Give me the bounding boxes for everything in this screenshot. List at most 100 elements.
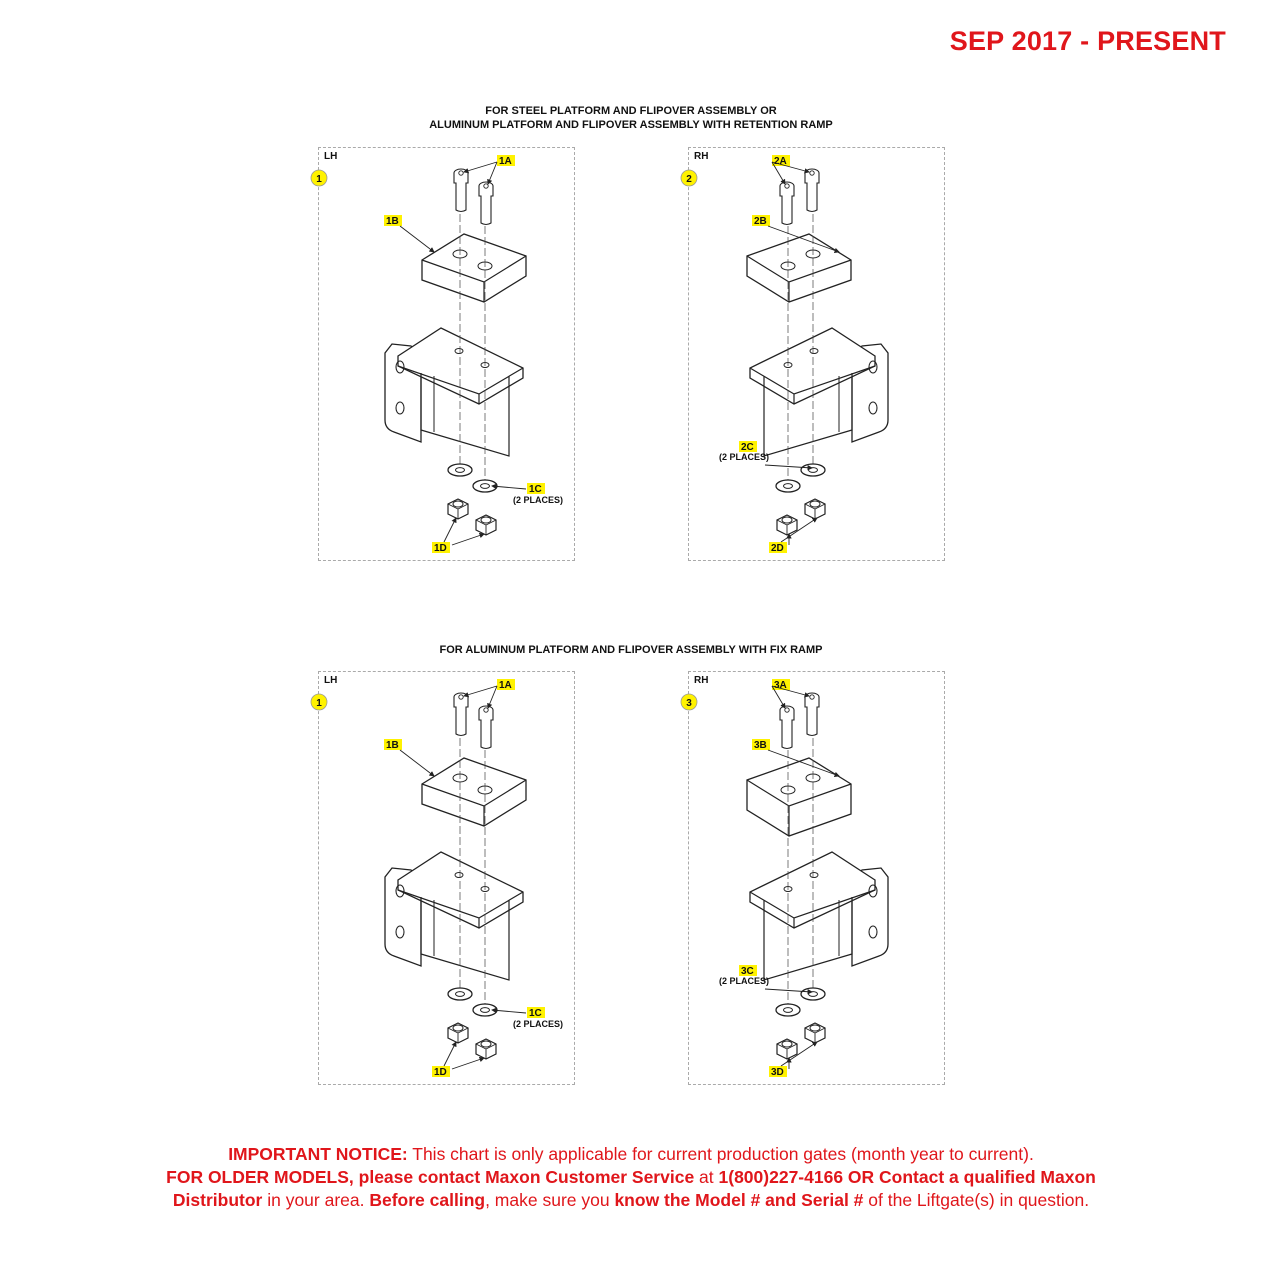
section-1-title-line-2: ALUMINUM PLATFORM AND FLIPOVER ASSEMBLY … [429,119,833,131]
leader-a-1 [771,685,810,698]
leader-a-1 [463,685,498,698]
callout-d-highlight [769,542,787,553]
section-2-title: FOR ALUMINUM PLATFORM AND FLIPOVER ASSEM… [439,644,823,656]
side-label: LH [324,675,337,686]
date-range-title: SEP 2017 - PRESENT [949,26,1226,56]
bracket-web [420,897,510,981]
spacer-block-edges [746,255,852,302]
leader-c [491,1007,527,1014]
bracket-top-edges [749,889,876,928]
bolt-socket [784,183,790,189]
callout-a-highlight [772,155,790,166]
bolt-shank [804,173,820,213]
bracket-web [763,897,853,981]
bracket-hole-1 [454,348,464,354]
lock-nut-bore [781,1040,793,1048]
callout-b: 3B [754,740,767,751]
bolt-socket [784,707,790,713]
spacer-block-edges [421,255,527,302]
item-number: 1 [316,698,322,709]
lock-nut-edges [804,503,826,519]
item-number-badge [680,693,698,711]
lock-nut-edges [804,1027,826,1043]
leader-a-2 [771,685,786,709]
leader-b [767,749,840,777]
bracket-hole-1 [809,348,819,354]
lock-nut-bore [480,1040,492,1048]
leader-d-1 [443,517,457,543]
leader-d-2 [451,532,485,546]
callout-c: 3C [741,966,754,977]
exploded-assembly [384,168,527,536]
lock-nut-bore [452,1024,464,1032]
callout-a: 1A [499,156,512,167]
callout-a-highlight [772,679,790,690]
washer-hole [455,991,465,997]
bracket-side-hole-2 [868,925,878,939]
callout-b: 1B [386,740,399,751]
washer-hole [783,1007,793,1013]
spacer-block [421,233,527,303]
bracket-top-edges [397,889,524,928]
bracket-side-hole-2 [868,401,878,415]
washer-hole [480,483,490,489]
exploded-assembly [384,692,527,1060]
callout-d: 1D [434,1067,447,1078]
washer-hole [783,483,793,489]
bolt-shank [779,710,795,750]
callout-c-highlight [527,483,545,494]
bracket-side-hole-2 [395,401,405,415]
notice-line-2: FOR OLDER MODELS, please contact Maxon C… [166,1167,1096,1187]
leader-a-1 [463,161,498,174]
bracket-top-edges [397,365,524,404]
callout-d-highlight [432,1066,450,1077]
bolt-shank [804,697,820,737]
callout-b-highlight [752,215,770,226]
callout-c-note: (2 PLACES) [513,495,563,505]
leader-a-1 [771,161,810,174]
callout-b-highlight [752,739,770,750]
callout-d-highlight [432,542,450,553]
bracket-top-edges [749,365,876,404]
spacer-block-edges [421,779,527,826]
lock-nut-bore [809,1024,821,1032]
leader-b [767,225,840,253]
lock-nut-edges [475,519,497,535]
bolt-shank [779,186,795,226]
leader-c [764,464,813,471]
callout-c: 2C [741,442,754,453]
bolt-shank [453,697,469,737]
important-notice: IMPORTANT NOTICE: This chart is only app… [0,1143,1262,1212]
bracket-web [420,373,510,457]
side-label: LH [324,151,337,162]
callout-c-highlight [739,441,757,452]
callout-d-highlight [769,1066,787,1077]
item-number-badge [680,169,698,187]
callout-a: 2A [774,156,787,167]
callout-a-highlight [497,679,515,690]
lock-nut-bore [809,500,821,508]
leader-a-2 [487,161,498,185]
callout-d: 2D [771,543,784,554]
callout-b: 2B [754,216,767,227]
callout-d: 1D [434,543,447,554]
callout-b-highlight [384,215,402,226]
exploded-assembly [746,168,889,536]
callout-c-note: (2 PLACES) [719,976,769,986]
callout-a-highlight [497,155,515,166]
callout-b-highlight [384,739,402,750]
side-label: RH [694,151,708,162]
lock-nut-edges [447,1027,469,1043]
spacer-block [746,757,852,837]
bracket-web [763,373,853,457]
washer-hole [455,467,465,473]
leader-a-2 [771,161,786,185]
section-1-title: FOR STEEL PLATFORM AND FLIPOVER ASSEMBLY… [0,104,1262,132]
notice-line-1: IMPORTANT NOTICE: This chart is only app… [228,1144,1034,1164]
washer-hole [808,467,818,473]
bracket-side-hole-1 [868,360,878,374]
callout-c-highlight [527,1007,545,1018]
callout-a: 3A [774,680,787,691]
